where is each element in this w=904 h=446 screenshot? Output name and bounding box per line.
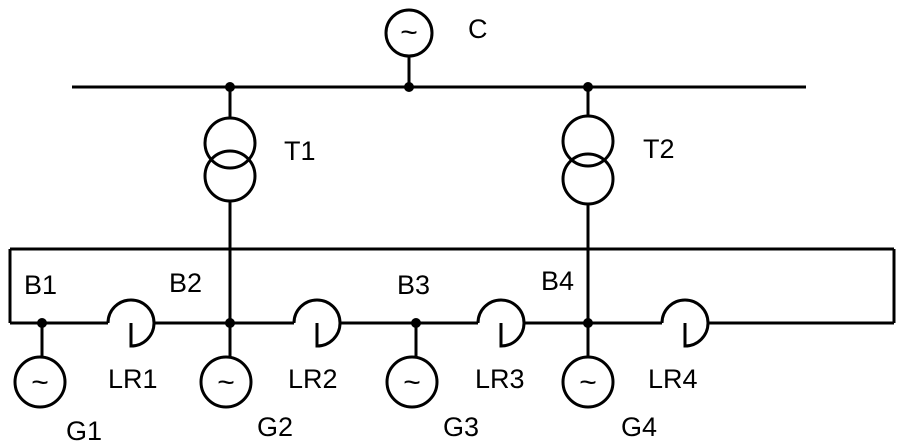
reactor-lr1-label: LR1 <box>108 364 158 394</box>
generator-g2-symbol: ~ <box>217 366 235 399</box>
transformer-t2-group: T2 <box>561 87 675 323</box>
ring-bus-group: B1 B2 B3 B4 <box>8 247 896 328</box>
generator-g4-icon <box>561 355 615 409</box>
generator-g2-label: G2 <box>257 412 293 442</box>
generator-g1-icon <box>13 355 67 409</box>
generator-g1-group: ~ G1 <box>13 323 102 446</box>
generator-g4-label: G4 <box>621 412 657 442</box>
generator-c-symbol: ~ <box>400 16 418 49</box>
generator-g2-group: ~ G2 <box>199 323 293 442</box>
generator-g2-icon <box>199 355 253 409</box>
transformer-t1-label: T1 <box>284 136 316 166</box>
generator-g1-label: G1 <box>66 416 102 446</box>
transformer-t1-group: T1 <box>203 87 316 323</box>
reactor-lr2-icon <box>292 298 342 348</box>
generator-g3-label: G3 <box>443 412 479 442</box>
top-busbar-group: ~ C <box>72 8 806 92</box>
reactor-lr1-icon <box>106 298 156 348</box>
generator-g3-symbol: ~ <box>403 366 421 399</box>
generator-g4-symbol: ~ <box>579 366 597 399</box>
bus-b4-label: B4 <box>541 266 574 296</box>
reactor-lr2-group: LR2 <box>288 298 342 394</box>
reactor-lr3-icon <box>476 298 526 348</box>
reactor-lr4-icon <box>660 298 710 348</box>
generator-g4-group: ~ G4 <box>561 323 657 442</box>
bus-b1-label: B1 <box>24 270 57 300</box>
reactor-lr4-group: LR4 <box>648 298 710 394</box>
reactor-lr3-label: LR3 <box>475 364 525 394</box>
generator-c-label: C <box>468 14 488 44</box>
reactor-lr4-label: LR4 <box>648 364 698 394</box>
reactor-lr1-group: LR1 <box>106 298 158 394</box>
transformer-t2-label: T2 <box>643 134 675 164</box>
generator-c-icon <box>384 8 434 58</box>
bus-b3-label: B3 <box>397 270 430 300</box>
transformer-t1-icon-upper <box>203 116 257 170</box>
generator-g3-icon <box>385 355 439 409</box>
top-bus-junction-c <box>404 82 414 92</box>
bus-b2-label: B2 <box>169 268 202 298</box>
transformer-t2-icon-upper <box>561 114 615 168</box>
reactor-lr2-label: LR2 <box>288 364 338 394</box>
generator-g3-group: ~ G3 <box>385 323 479 442</box>
reactor-lr3-group: LR3 <box>475 298 526 394</box>
generator-g1-symbol: ~ <box>31 366 49 399</box>
